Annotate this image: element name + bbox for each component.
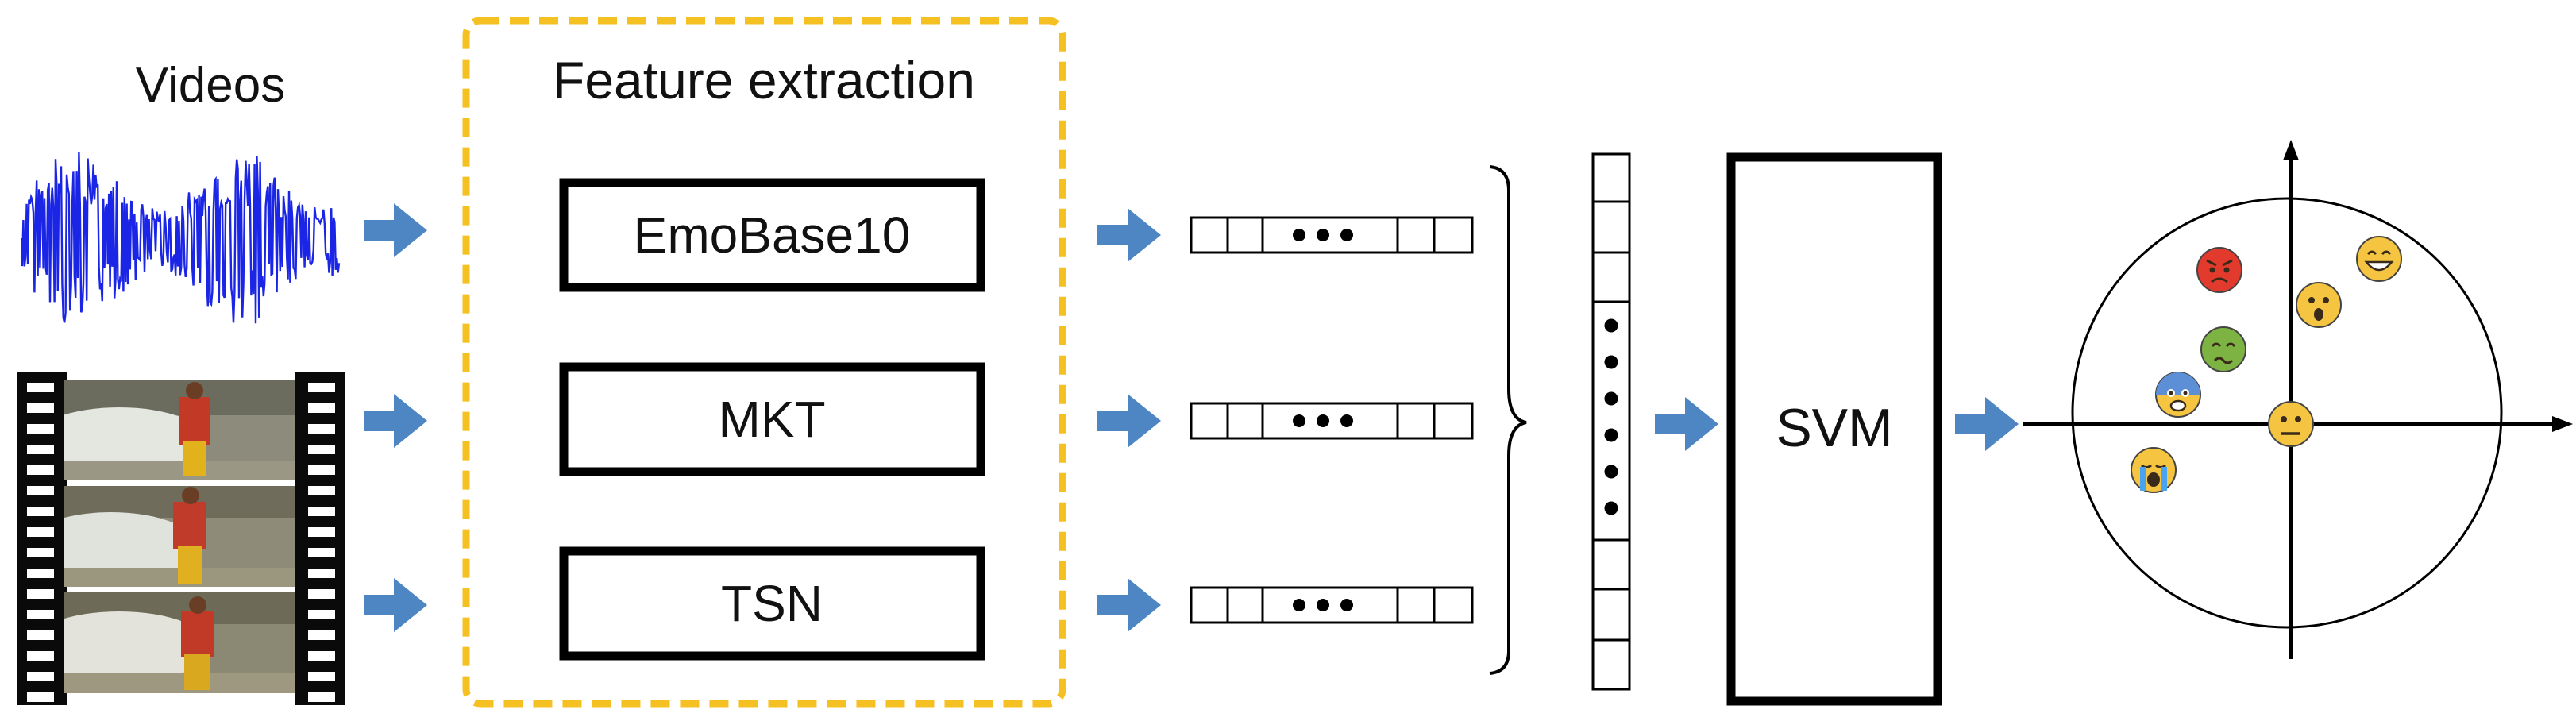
neutral-face-icon: [2268, 401, 2314, 447]
input-arrows: [364, 203, 427, 632]
video-frame-3: [64, 592, 295, 693]
arrow-icon: [1097, 394, 1161, 448]
feature-vectors: [1190, 216, 1474, 624]
svm-classifier: SVM: [1726, 152, 1942, 706]
concatenation-brace: [1489, 165, 1527, 675]
extractor-label-emobase10: EmoBase10: [634, 206, 911, 264]
valence-axis-arrowhead: [2552, 416, 2573, 432]
nauseated-face-icon: [2200, 326, 2246, 372]
extractor-tsn: TSN: [559, 546, 985, 661]
feature-extraction-title: Feature extraction: [553, 51, 975, 110]
arousal-axis-arrowhead: [2283, 140, 2299, 160]
extractor-mkt: MKT: [559, 362, 985, 476]
arrow-icon: [1655, 397, 1718, 451]
feature-vector: [1190, 216, 1474, 254]
audio-waveform-icon: [21, 152, 341, 324]
extractor-label-tsn: TSN: [721, 575, 823, 632]
extractor-label-mkt: MKT: [718, 391, 825, 448]
videos-label: Videos: [136, 58, 285, 113]
arrow-icon: [1097, 578, 1161, 632]
arrow-icon: [1097, 208, 1161, 262]
video-frame-2: [64, 486, 295, 587]
emotion-space-plot: [2023, 140, 2573, 659]
arrow-icon: [364, 578, 427, 632]
feature-extraction-box: [462, 17, 1066, 708]
extractor-emobase10: EmoBase10: [559, 178, 985, 292]
film-strip-icon: [17, 372, 345, 705]
grinning-face-icon: [2356, 236, 2402, 282]
angry-face-icon: [2196, 247, 2242, 293]
crying-face-icon: [2131, 447, 2177, 493]
arrow-icon: [364, 203, 427, 257]
video-frame-1: [64, 380, 295, 480]
svm-label: SVM: [1776, 398, 1892, 458]
feature-vector: [1190, 402, 1474, 440]
surprised-face-icon: [2296, 282, 2342, 328]
concatenated-feature-vector: [1591, 152, 1631, 691]
feature-vector: [1190, 586, 1474, 624]
fearful-face-icon: [2155, 372, 2201, 418]
emotion-space-circle: [2071, 197, 2503, 629]
arrow-icon: [364, 394, 427, 448]
arrow-icon: [1955, 397, 2019, 451]
